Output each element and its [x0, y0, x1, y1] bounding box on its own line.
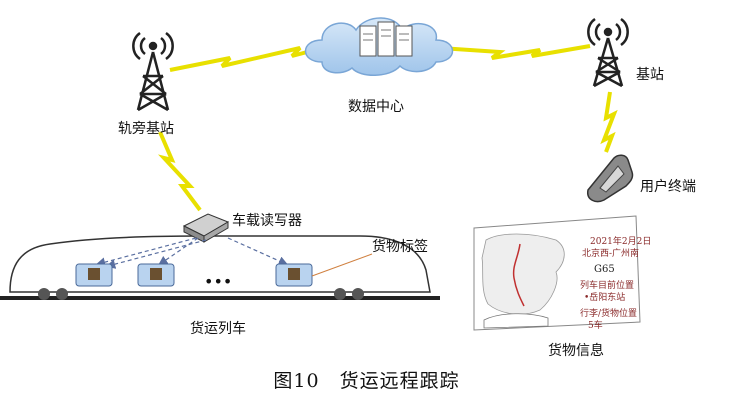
card-train-no: G65: [594, 264, 615, 275]
user-terminal-phone-icon: [587, 154, 634, 203]
wireless-link-basestation-terminal: [600, 91, 618, 153]
user-terminal-label: 用户终端: [640, 179, 696, 195]
trackside-station-label: 轨旁基站: [118, 121, 174, 137]
freight-train-label: 货运列车: [190, 321, 246, 337]
card-current-location-label: 列车目前位置: [580, 279, 634, 291]
data-center-label: 数据中心: [348, 99, 404, 115]
wireless-link-trackside-reader: [157, 131, 202, 212]
wireless-link-datacenter-basestation: [439, 44, 591, 60]
cargo-info-label: 货物信息: [548, 343, 604, 359]
route-line: [512, 243, 525, 307]
train-icon: [483, 313, 549, 329]
card-cargo-car: 5车: [588, 319, 603, 331]
figure-title: 货运远程跟踪: [339, 370, 460, 392]
freight-train-body: [0, 235, 440, 300]
cargo-tag-callout-line: [311, 253, 373, 277]
cargo-info-card: 2021年2月2日 北京西-广州南 G65 列车目前位置 •岳阳东站 行李/货物…: [473, 215, 651, 331]
base-station-tower-icon: [587, 17, 629, 88]
cargo-tag: [137, 263, 175, 287]
wireless-link-trackside-datacenter: [169, 44, 331, 72]
onboard-reader-icon: [182, 213, 230, 243]
cargo-tag: [275, 263, 313, 287]
onboard-reader-label: 车载读写器: [232, 213, 302, 229]
figure-caption: 图10 货运远程跟踪: [0, 366, 733, 393]
base-station-label: 基站: [636, 67, 664, 83]
reader-tag-links: [95, 237, 289, 269]
cargo-tag-label: 货物标签: [372, 239, 428, 255]
figure-number: 图10: [273, 370, 320, 392]
cargo-tag: [75, 263, 113, 287]
ellipsis-label: •••: [204, 272, 233, 291]
card-current-location: •岳阳东站: [584, 291, 625, 303]
card-cargo-location-label: 行李/货物位置: [580, 307, 637, 319]
data-center-cloud-icon: [304, 17, 454, 76]
china-map-shape: [481, 233, 565, 315]
card-date: 2021年2月2日: [590, 235, 651, 247]
trackside-tower-icon: [132, 31, 174, 112]
card-route: 北京西-广州南: [582, 247, 639, 259]
